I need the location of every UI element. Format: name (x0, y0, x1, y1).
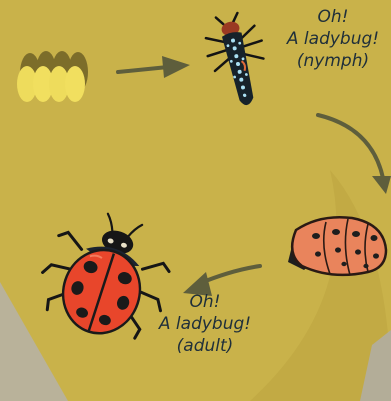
adult-caption-line3: (adult) (140, 335, 270, 357)
adult-caption: Oh! A ladybug! (adult) (140, 291, 270, 357)
nymph-caption: Oh! A ladybug! (nymph) (268, 6, 391, 72)
eggs-cluster (17, 51, 88, 102)
pupa (288, 217, 386, 275)
egg (65, 66, 85, 102)
nymph-caption-line3: (nymph) (268, 50, 391, 72)
nymph-caption-line2: A ladybug! (268, 28, 391, 50)
nymph-caption-line1: Oh! (268, 6, 391, 28)
adult-caption-line1: Oh! (140, 291, 270, 313)
adult-caption-line2: A ladybug! (140, 313, 270, 335)
